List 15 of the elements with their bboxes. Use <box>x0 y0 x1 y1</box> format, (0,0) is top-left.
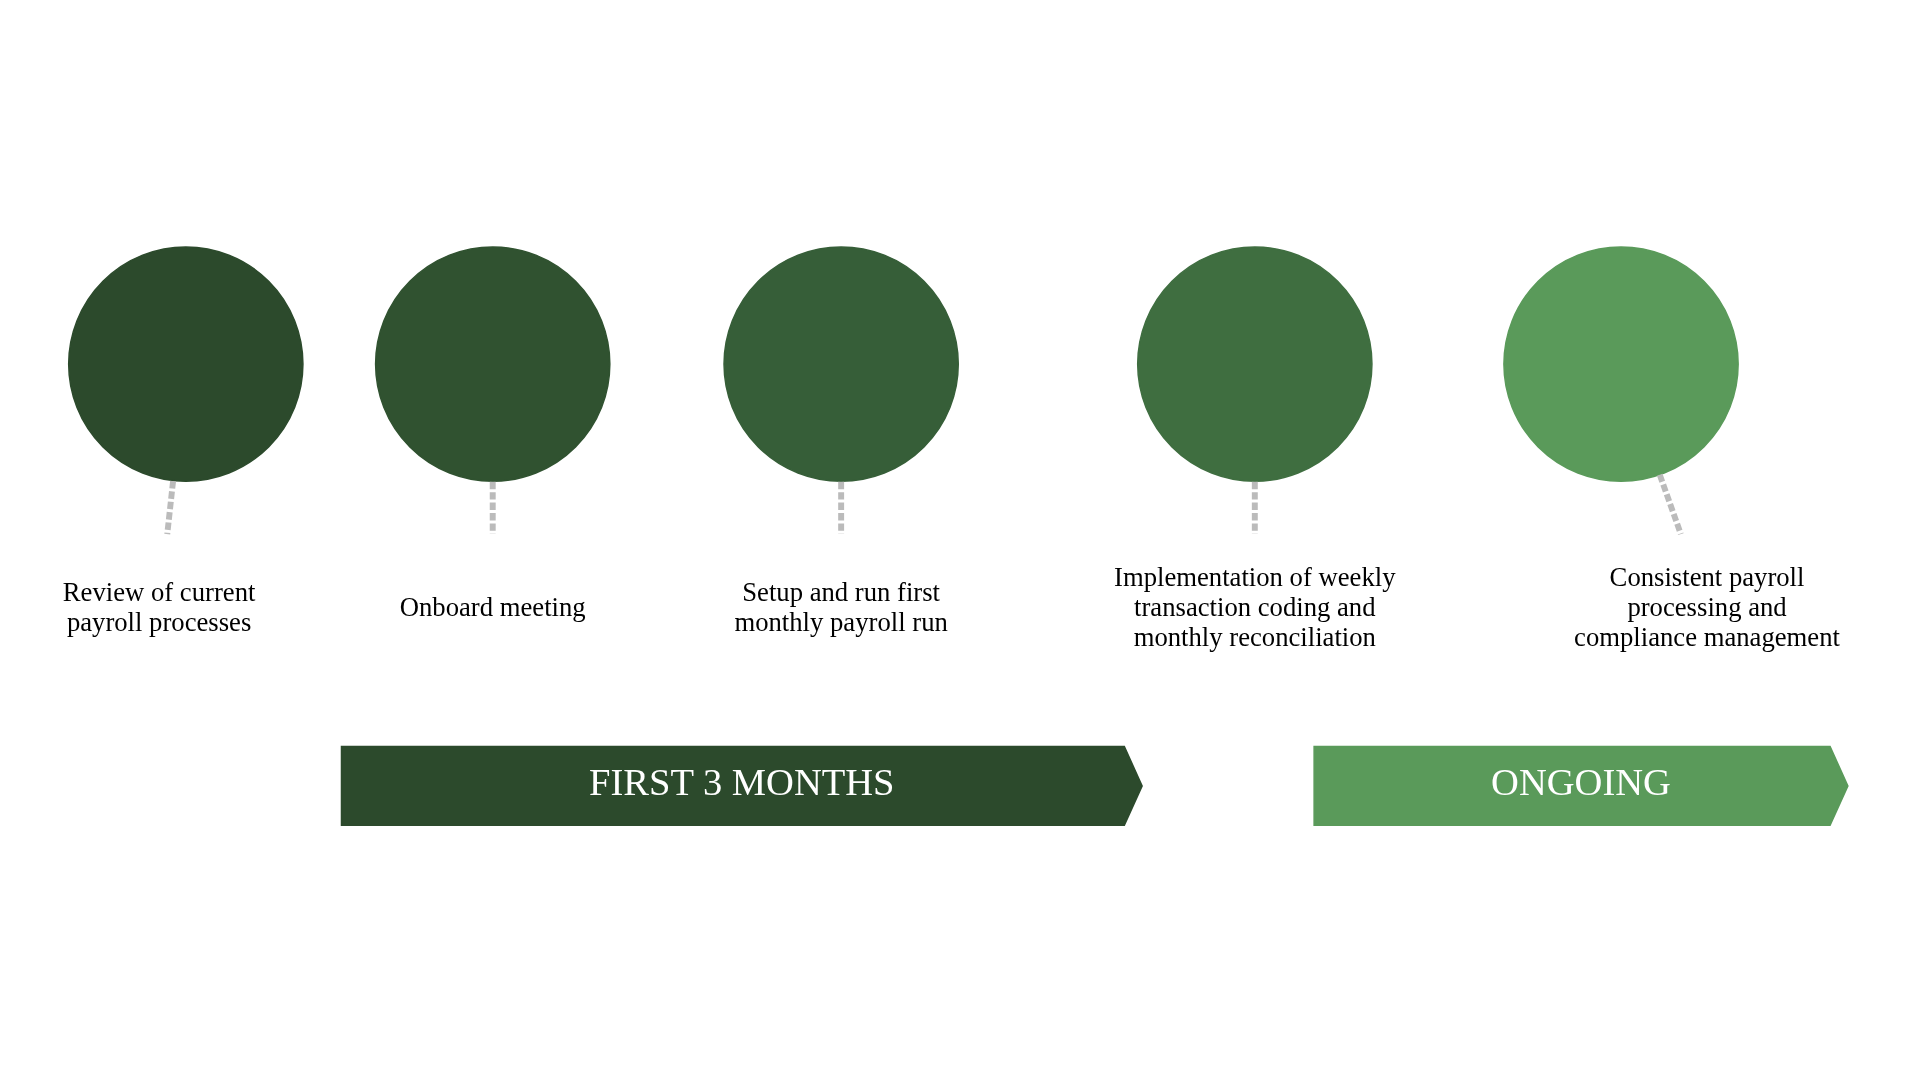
connector <box>837 481 844 534</box>
connector <box>489 481 496 534</box>
node-circle <box>722 245 959 482</box>
node-text: Consistent payroll processing and compliance management <box>1573 561 1840 652</box>
node-circle <box>67 245 304 482</box>
node-text: Onboard meeting <box>399 591 586 622</box>
connector <box>163 480 176 534</box>
node-circle <box>1136 245 1373 482</box>
node-text: Implementation of weekly transaction coding and monthly reconciliation <box>1113 561 1396 652</box>
connector <box>1656 473 1684 535</box>
connector <box>1251 481 1258 534</box>
node-text: Review of current payroll processes <box>62 576 255 637</box>
node-circle <box>374 245 611 482</box>
node-text: Setup and run first monthly payroll run <box>733 576 948 637</box>
node-circle <box>1502 245 1739 482</box>
